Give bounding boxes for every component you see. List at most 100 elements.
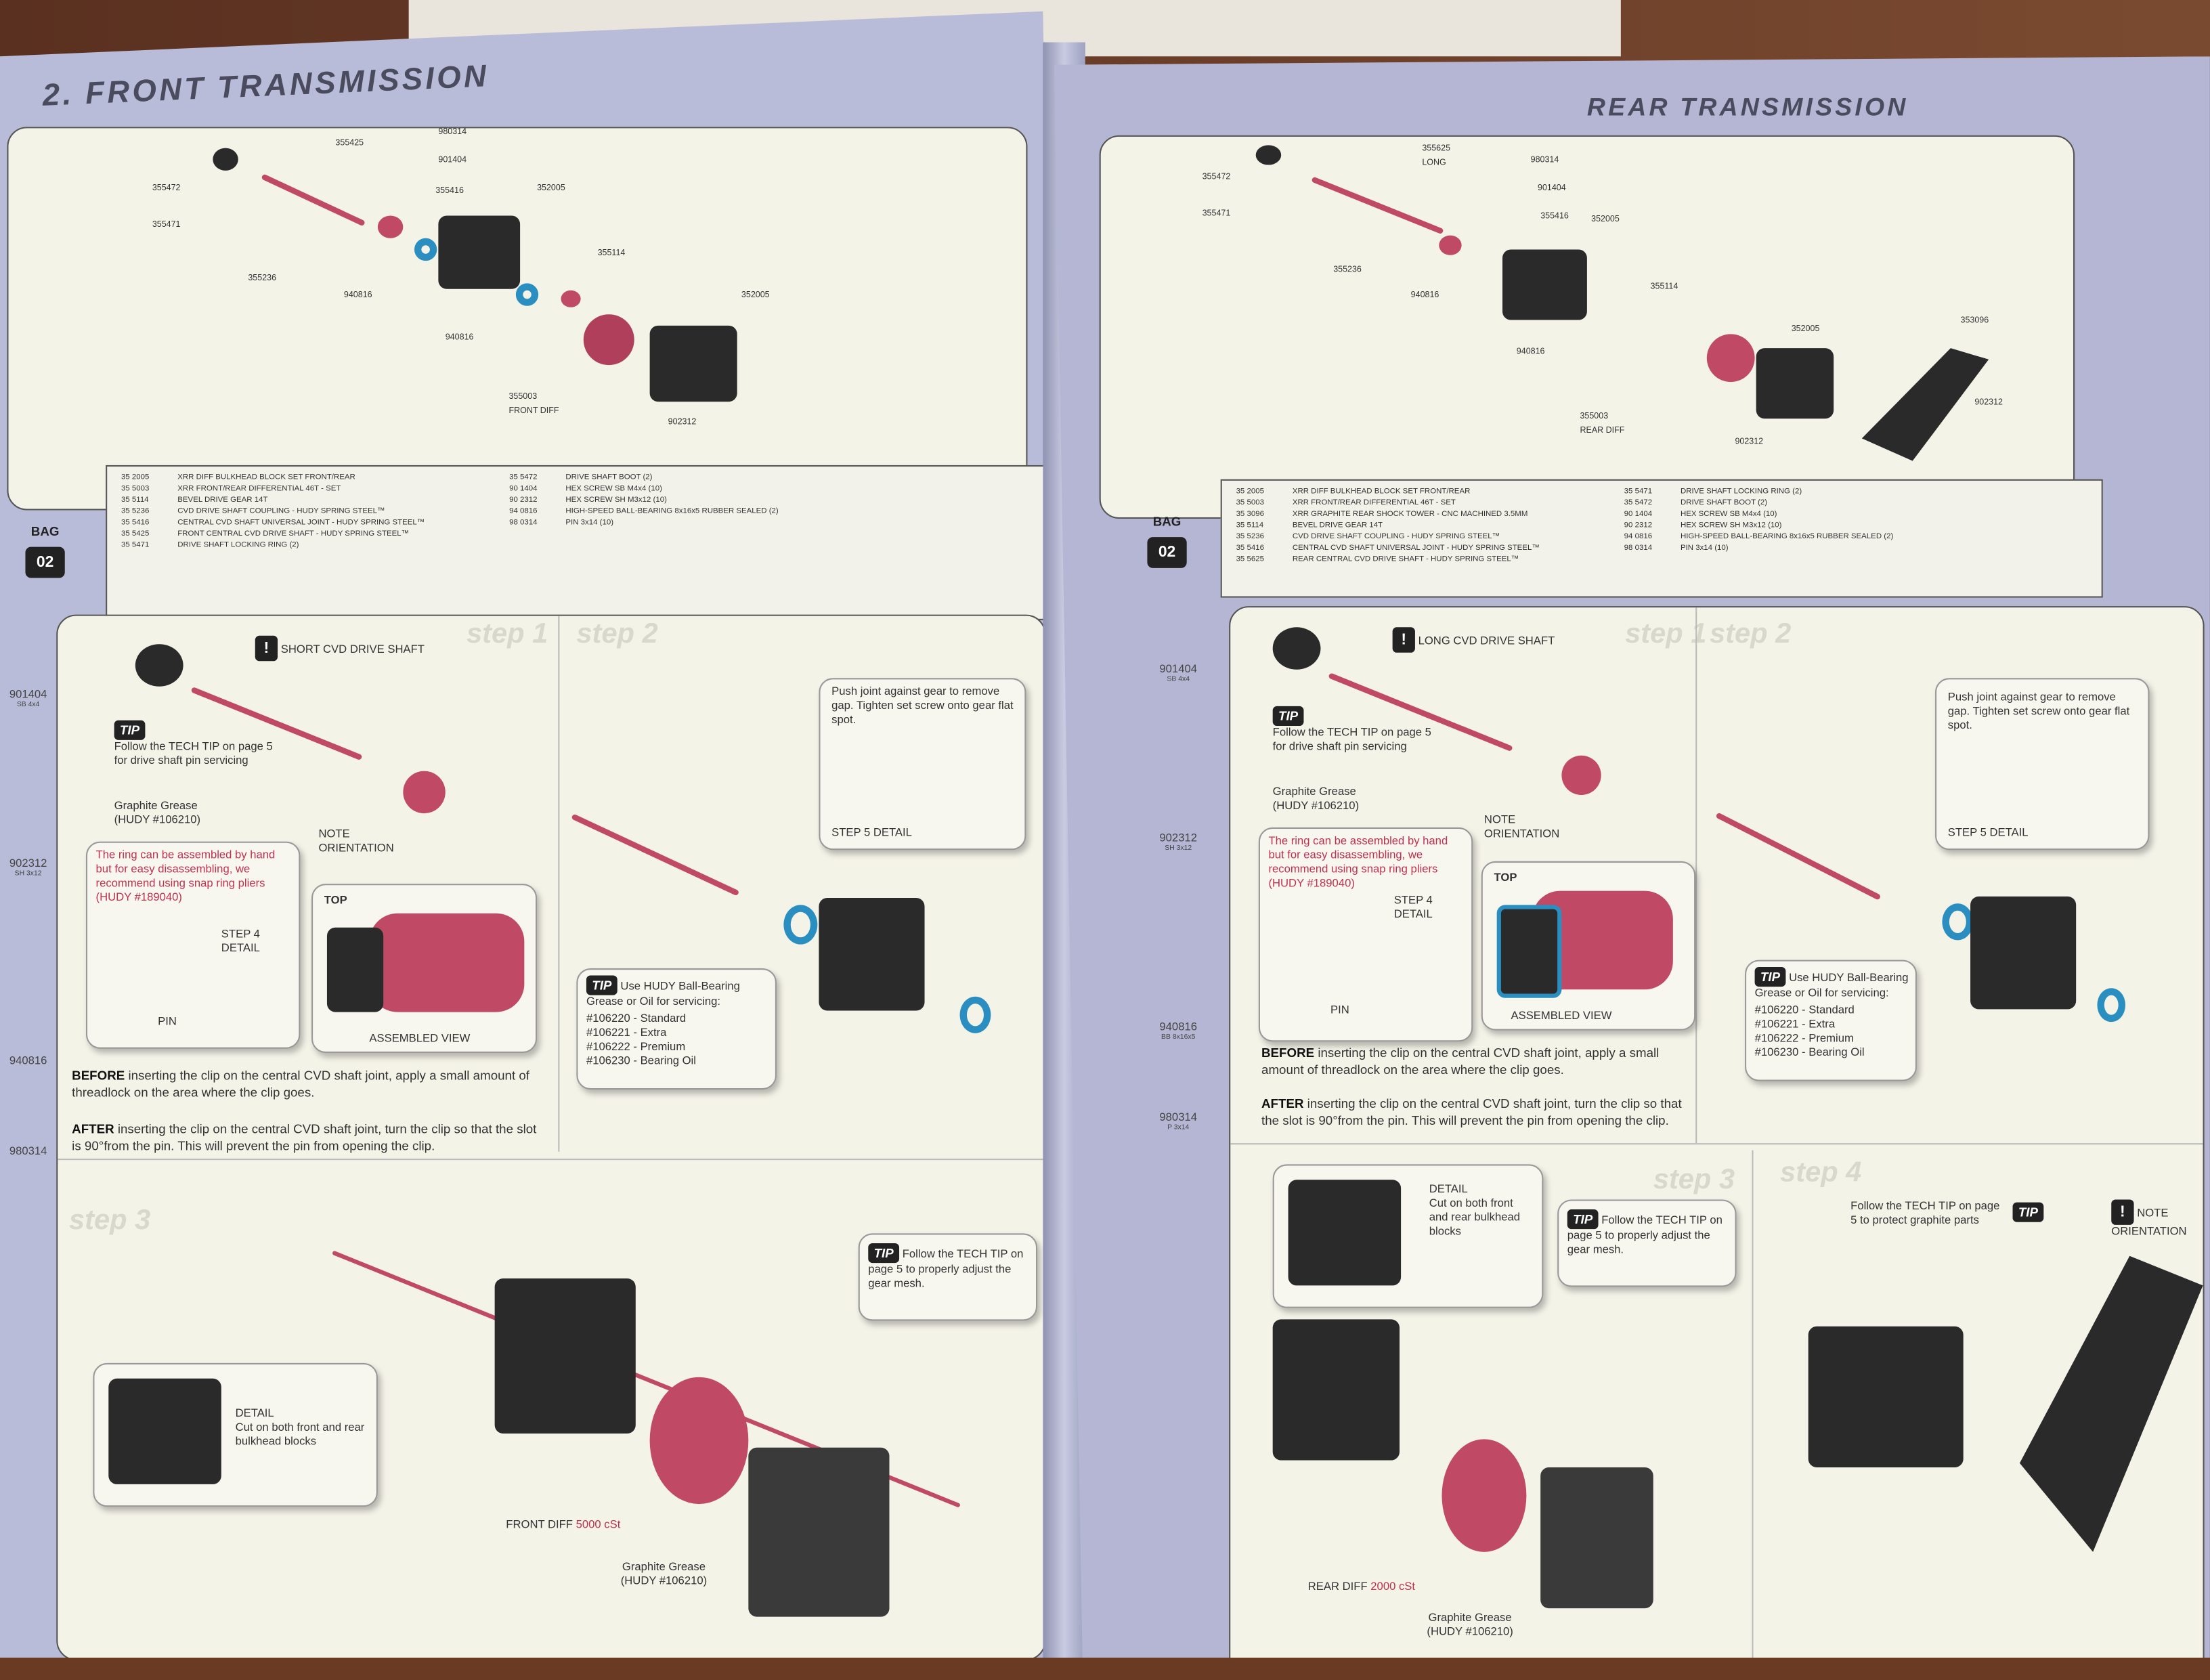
side-part-spec: SH 3x12 <box>14 869 42 878</box>
part-label: 355472 <box>1202 173 1231 182</box>
detail-label: STEP 4 DETAIL <box>1393 893 1433 921</box>
part-name: DRIVE SHAFT BOOT (2) <box>565 473 653 482</box>
part-name: PIN 3x14 (10) <box>1680 544 1729 553</box>
grease-option: #106221 - Extra <box>586 1026 667 1039</box>
part-code: 35 5236 <box>121 507 150 516</box>
drive-shaft <box>571 813 740 897</box>
assembled-view: TOP ASSEMBLED VIEW <box>311 884 538 1053</box>
after-text: inserting the clip on the central CVD sh… <box>72 1121 537 1153</box>
bearing <box>959 996 991 1033</box>
bulkhead-block <box>438 215 521 289</box>
gear-mesh-tip: TIP Follow the TECH TIP on page 5 to pro… <box>858 1233 1038 1321</box>
shock-tower <box>2019 1255 2203 1552</box>
drive-boot <box>1255 145 1282 165</box>
tip-title: Use HUDY Ball-Bearing Grease or Oil for … <box>1754 971 1909 999</box>
top-label: TOP <box>324 893 347 907</box>
assembled-view: TOP ASSEMBLED VIEW <box>1481 861 1696 1031</box>
drive-boot <box>135 644 183 687</box>
side-part-spec: SH 3x12 <box>1165 844 1192 853</box>
drive-boot <box>213 148 238 171</box>
step-5-detail: Push joint against gear to remove gap. T… <box>1935 678 2150 850</box>
step-3-label: step 3 <box>68 1205 151 1236</box>
gear-mesh-tip: TIP Follow the TECH TIP on page 5 to pro… <box>1557 1199 1737 1287</box>
grease-option: #106220 - Standard <box>586 1012 687 1025</box>
part-code: 35 5472 <box>1624 498 1653 508</box>
after-label: AFTER <box>1261 1096 1304 1111</box>
part-label: 355114 <box>1650 283 1678 292</box>
diff-oil: 2000 cSt <box>1370 1580 1416 1593</box>
part-name: HEX SCREW SH M3x12 (10) <box>565 496 667 505</box>
step-4-detail: The ring can be assembled by hand but fo… <box>85 841 301 1049</box>
part-code: 35 5471 <box>121 541 150 550</box>
bulkhead-block <box>1756 348 1834 419</box>
part-code: 35 5416 <box>1236 544 1264 553</box>
grease-note: Graphite Grease (HUDY #106210) <box>1427 1611 1513 1638</box>
part-code: 98 0314 <box>1624 544 1653 553</box>
rear-diff <box>1706 334 1755 383</box>
top-label: TOP <box>1494 871 1517 884</box>
diff-label: REAR DIFF <box>1307 1580 1368 1593</box>
part-name: XRR FRONT/REAR DIFFERENTIAL 46T - SET <box>1292 498 1456 508</box>
part-label: 355236 <box>248 274 277 284</box>
part-code: 35 5625 <box>1236 555 1264 564</box>
drive-shaft <box>1715 812 1882 901</box>
part-label: 353096 <box>1960 317 1989 326</box>
step-5-detail: Push joint against gear to remove gap. T… <box>819 678 1026 850</box>
grease-options: #106220 - Standard#106221 - Extra#106222… <box>586 1012 696 1069</box>
part-label: 355625 <box>1422 145 1451 154</box>
tip-badge: TIP <box>586 975 618 995</box>
part-label: 352005 <box>1791 325 1820 335</box>
divider <box>58 1159 1045 1161</box>
divider <box>1695 607 1697 1144</box>
grease-options: #106220 - Standard#106221 - Extra#106222… <box>1755 1004 1865 1060</box>
part-code: 35 5425 <box>121 530 150 539</box>
part-code: 35 5114 <box>121 496 149 505</box>
tip-title: Use HUDY Ball-Bearing Grease or Oil for … <box>586 979 740 1008</box>
before-text: inserting the clip on the central CVD sh… <box>1261 1046 1660 1077</box>
side-part-spec: BB 8x16x5 <box>1161 1033 1196 1042</box>
part-code: 35 5003 <box>1236 498 1264 508</box>
exploded-view-panel: 355625 LONG 980314 901404 355416 352005 … <box>1099 135 2075 519</box>
side-part-code: 902312 <box>9 857 47 870</box>
part-code: 90 1404 <box>1624 510 1653 519</box>
detail-text: Cut on both front and rear bulkhead bloc… <box>235 1421 365 1448</box>
bag-label: BAG <box>1152 514 1182 529</box>
tip-text: Follow the TECH TIP on page 5 for drive … <box>1272 726 1431 753</box>
detail-label: STEP 5 DETAIL <box>831 825 912 839</box>
part-name: BEVEL DRIVE GEAR 14T <box>1292 521 1383 530</box>
bearing <box>2097 988 2126 1022</box>
ring-note: The ring can be assembled by hand but fo… <box>1268 834 1448 890</box>
tip-badge: TIP <box>1754 966 1786 987</box>
side-part-code: 940816 <box>9 1054 47 1067</box>
bag-label: BAG <box>30 524 60 539</box>
step-note: LONG CVD DRIVE SHAFT <box>1418 634 1555 647</box>
bearing <box>1942 903 1974 941</box>
part-name: XRR GRAPHITE REAR SHOCK TOWER - CNC MACH… <box>1292 510 1528 519</box>
detail-text: Cut on both front and rear bulkhead bloc… <box>1429 1197 1521 1238</box>
divider <box>1230 1143 2203 1145</box>
tip-text: Follow the TECH TIP on page 5 for drive … <box>114 739 273 767</box>
grease-option: #106230 - Bearing Oil <box>1754 1046 1865 1059</box>
orientation-note: NOTE ORIENTATION <box>2111 1206 2187 1238</box>
step-4-detail: The ring can be assembled by hand but fo… <box>1258 827 1473 1042</box>
part-name: CENTRAL CVD SHAFT UNIVERSAL JOINT - HUDY… <box>177 519 425 527</box>
bearing <box>783 905 818 945</box>
side-part-spec: SB 4x4 <box>16 700 40 710</box>
part-name: PIN 3x14 (10) <box>565 519 614 527</box>
grease-tip: TIP Use HUDY Ball-Bearing Grease or Oil … <box>576 968 777 1090</box>
divider <box>1752 1150 1754 1658</box>
